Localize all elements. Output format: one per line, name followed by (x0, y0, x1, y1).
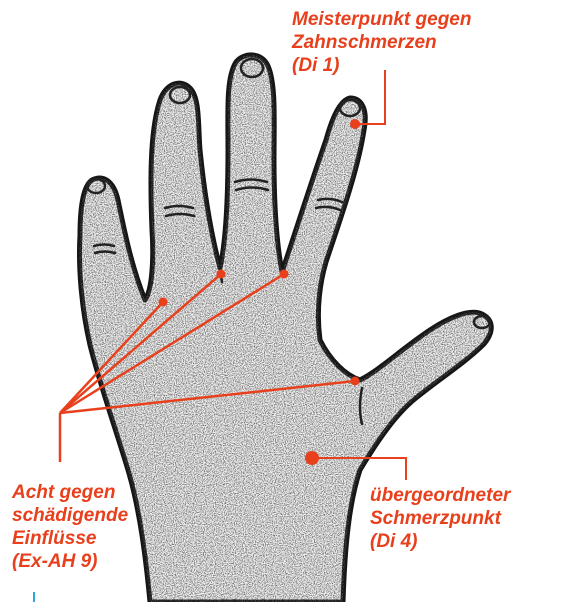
label-acht-line-1: Acht gegen (12, 481, 128, 504)
label-meisterpunkt-line-1: Meisterpunkt gegen (292, 8, 471, 31)
label-schmerzpunkt-line-1: übergeordneter (370, 484, 510, 507)
label-acht-gegen: Acht gegen schädigende Einflüsse (Ex-AH … (12, 481, 128, 573)
acupoint-exah9-3 (280, 270, 289, 279)
acupoint-exah9-2 (217, 270, 226, 279)
acupoint-exah9-4 (351, 377, 360, 386)
label-meisterpunkt-line-3: (Di 1) (292, 54, 471, 77)
acupoint-di1 (350, 119, 360, 129)
label-acht-line-2: schädigende (12, 504, 128, 527)
label-schmerzpunkt: übergeordneter Schmerzpunkt (Di 4) (370, 484, 510, 553)
label-meisterpunkt: Meisterpunkt gegen Zahnschmerzen (Di 1) (292, 8, 471, 77)
label-acht-line-3: Einflüsse (12, 527, 128, 550)
label-schmerzpunkt-line-3: (Di 4) (370, 530, 510, 553)
acupoint-di4 (305, 451, 319, 465)
label-acht-line-4: (Ex-AH 9) (12, 550, 128, 573)
label-meisterpunkt-line-2: Zahnschmerzen (292, 31, 471, 54)
label-schmerzpunkt-line-2: Schmerzpunkt (370, 507, 510, 530)
acupoint-exah9-1 (159, 298, 168, 307)
